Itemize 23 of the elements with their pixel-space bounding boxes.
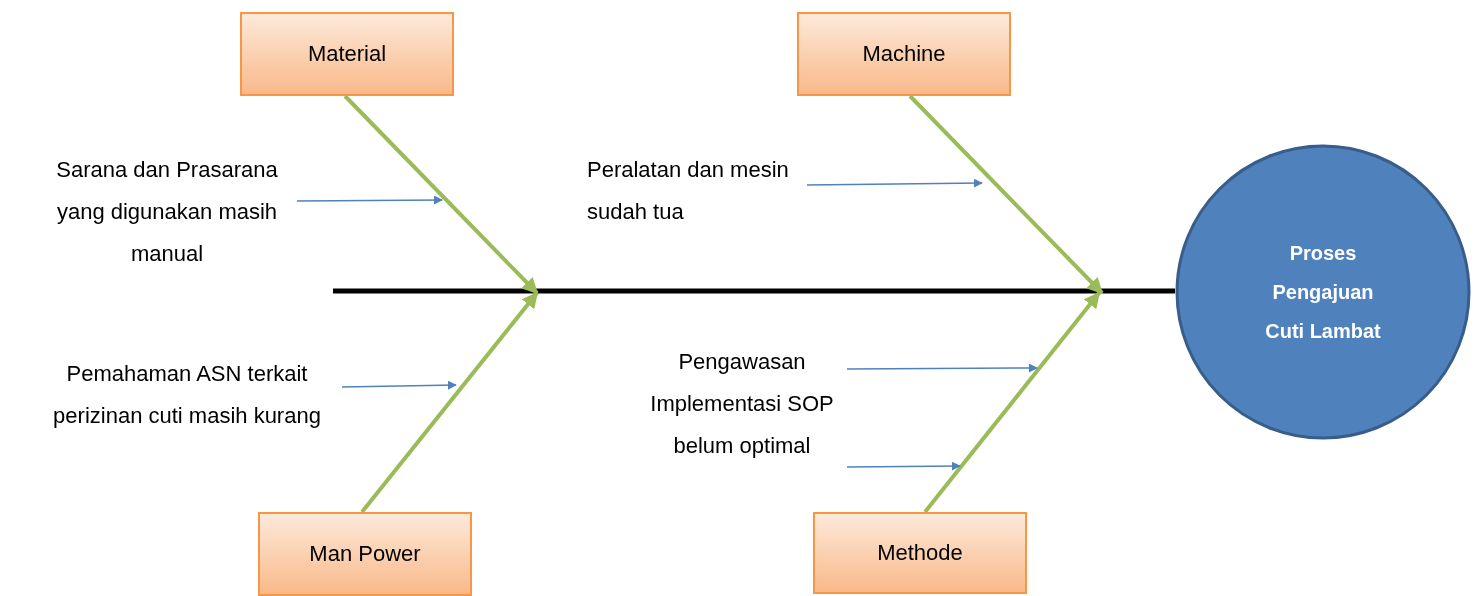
bone-arrow — [908, 94, 1104, 295]
cause-arrow — [846, 461, 961, 471]
category-label: Man Power — [309, 540, 421, 568]
cause-arrow — [806, 178, 983, 188]
category-label: Machine — [862, 40, 946, 68]
cause-text: Peralatan dan mesin sudah tua — [587, 156, 790, 226]
spine-line — [333, 288, 1175, 294]
category-label: Material — [307, 40, 387, 68]
bone-arrow — [360, 291, 539, 514]
cause-arrow — [296, 195, 443, 205]
category-box — [258, 512, 472, 596]
bone-arrow — [343, 94, 539, 295]
cause-arrow — [341, 380, 457, 390]
cause-text: Sarana dan Prasarana yang digunakan masih manual — [55, 156, 279, 268]
category-box — [813, 512, 1027, 594]
category-label: Methode — [877, 539, 963, 567]
effect-label: Proses Pengajuan Cuti Lambat — [1264, 240, 1382, 344]
category-box — [240, 12, 454, 96]
bone-arrow — [923, 291, 1101, 514]
category-box — [797, 12, 1011, 96]
cause-arrow — [846, 363, 1038, 373]
cause-text: Pengawasan Implementasi SOP belum optimal — [649, 348, 835, 460]
cause-text: Pemahaman ASN terkait perizinan cuti masih kurang — [52, 360, 322, 430]
